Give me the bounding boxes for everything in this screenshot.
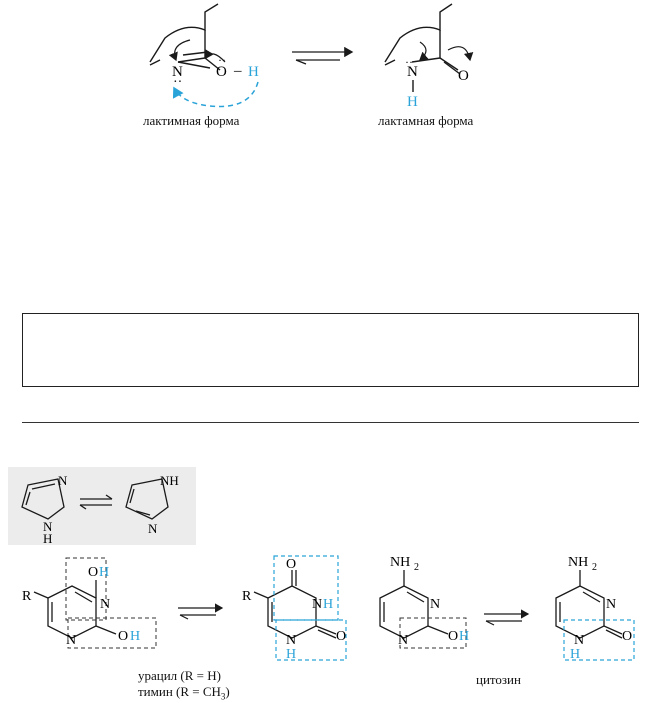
equilibrium-arrows-uracil [178,603,224,620]
uracil-n3: N [100,597,110,612]
imidazole-nh: NH [160,473,179,488]
uracil-caption: урацил (R = H) [138,668,221,683]
separator-line [22,422,639,423]
equilibrium-arrows [292,46,354,65]
cytosine-caption: цитозин [476,672,521,687]
cyt2-sub2: 2 [592,562,597,573]
cyt-sub2: 2 [414,562,419,573]
curved-arrow-4 [447,46,474,62]
cyt-h: H [459,629,469,644]
lactam-n-atom: N [407,64,418,80]
uracil-n1: N [66,633,76,648]
cyt-nh2: NH [390,555,410,570]
lone-pair-dots: ·· [173,75,182,90]
lactam-caption: лактамная форма [378,113,474,128]
o-lone-pair: ·· [218,53,226,67]
lactim-caption: лактимная форма [143,113,240,128]
uracil-o1: O [88,565,98,580]
lactam-o-atom: O [458,68,469,84]
curved-arrow-2 [205,49,226,63]
equilibrium-arrows-cytosine [484,609,530,626]
uracil-o2: O [118,629,128,644]
bases-scheme: R O H N N O H R O N H N H O NH 2 N N O H [22,555,635,662]
uracil-lactim [33,580,117,639]
cyt2-h: H [570,647,580,662]
lactam-o1: O [286,557,296,572]
uracil-r: R [22,589,32,604]
dashed-box-cytosine [399,617,467,649]
dashed-box-lactam-top [273,555,339,621]
lactim-h-atom: H [248,64,259,80]
thymine-caption-subscript: 3 [220,691,226,702]
lactam-h3: H [323,597,333,612]
cyt2-n1: N [574,633,584,648]
lactam-n1: N [286,633,296,648]
imidazole-n2: N [43,519,53,534]
curved-arrow-1 [168,39,191,62]
lactam-o2: O [336,629,346,644]
dashed-box-uracil-n [67,617,157,649]
lactim-n-atom: N [172,64,183,80]
cyt2-o: O [622,629,632,644]
imidazole-h1: H [43,531,52,545]
thymine-caption-text: тимин (R = CH [138,684,221,699]
lactam-h1: H [286,647,296,662]
imidazole-tautomers: N N H NH N [21,473,179,545]
imidazole-n3: N [148,521,158,536]
thymine-caption-close: ) [225,684,230,699]
empty-text-box [22,313,639,387]
cyt2-nh2: NH [568,555,588,570]
lactim-o-atom: O [216,64,227,80]
lactam-r: R [242,589,252,604]
lactam-h-atom: H [407,94,418,110]
lactam-structure [384,3,461,75]
tautomer-scheme: N ·· O ·· – H N ·· H O [149,3,474,110]
proton-transfer-arrow [172,81,259,108]
lactim-structure [149,3,221,71]
dashed-box-uracil-oh [65,557,107,621]
uracil-lactam [253,570,337,639]
cytosine-lactim [379,570,449,639]
cyt2-n3: N [606,597,616,612]
lactam-n3: N [312,597,322,612]
uracil-h1: H [99,565,109,580]
imidazole-n1: N [58,473,68,488]
cytosine-lactam [555,570,623,639]
curved-arrow-3 [419,41,429,61]
thymine-caption: тимин (R = CH3) [138,684,230,702]
imidazole-panel [8,467,196,545]
oh-bond: – [233,63,242,79]
cyt-n3: N [430,597,440,612]
cyt-n1: N [398,633,408,648]
uracil-h2: H [130,629,140,644]
dashed-box-lactam-bottom [275,619,347,661]
cyt-o: O [448,629,458,644]
lactam-lone-pair: ·· [405,55,413,69]
dashed-box-cyt-lactam [563,619,635,661]
